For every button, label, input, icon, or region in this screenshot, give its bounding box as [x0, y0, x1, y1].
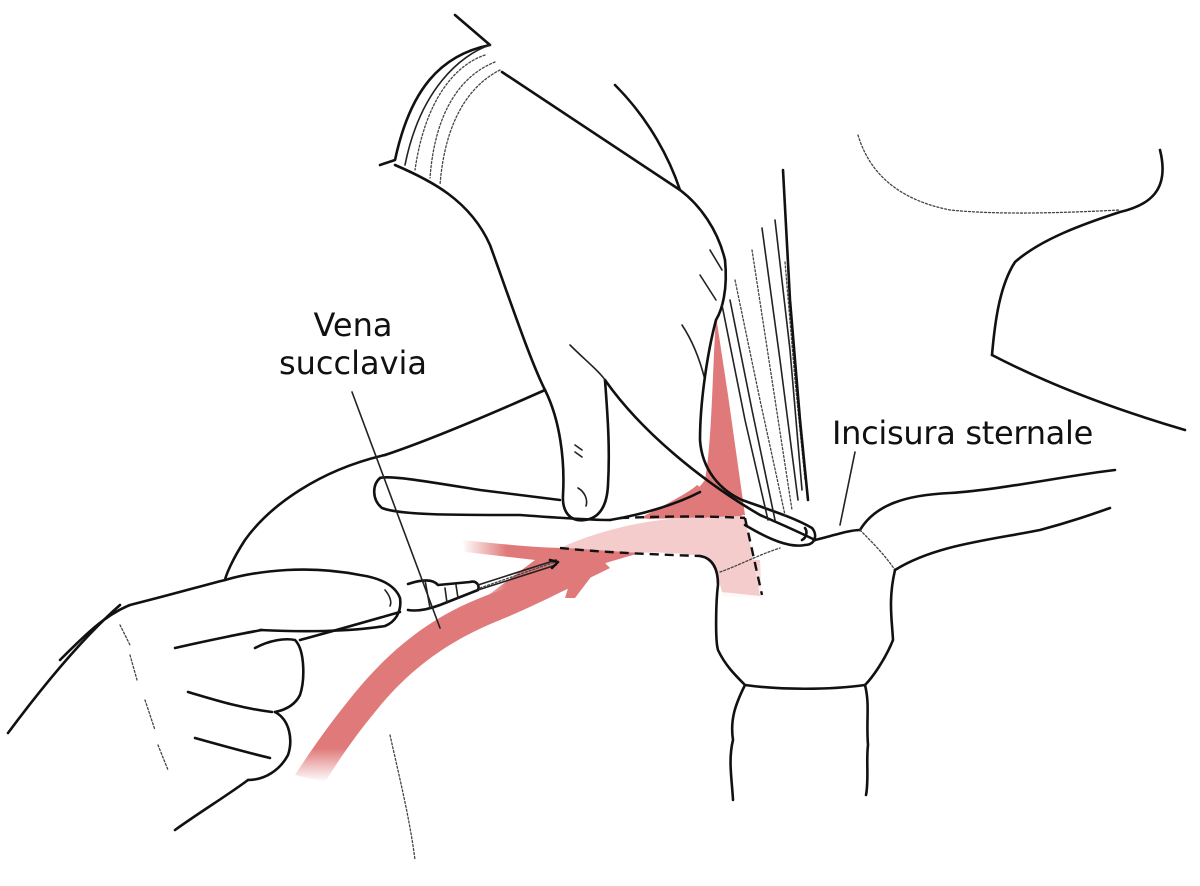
- lower-hand: [58, 391, 441, 832]
- vein-light-segment: [560, 516, 760, 596]
- jugular-vein: [697, 316, 745, 518]
- neck-muscle-lines: [721, 168, 810, 521]
- subclavian-vein-main: [295, 558, 610, 782]
- vein-group: [295, 316, 762, 782]
- label-incisura-sternale: Incisura sternale: [832, 414, 1093, 452]
- needle-syringe: [406, 558, 560, 612]
- label-vena-succlavia-line2: succlavia: [278, 344, 428, 382]
- label-vena-succlavia-line1: Vena: [313, 306, 393, 344]
- upper-gloved-hand: [378, 13, 817, 547]
- head-contours: [857, 134, 1187, 432]
- label-vena-succlavia: Vena succlavia: [258, 306, 448, 382]
